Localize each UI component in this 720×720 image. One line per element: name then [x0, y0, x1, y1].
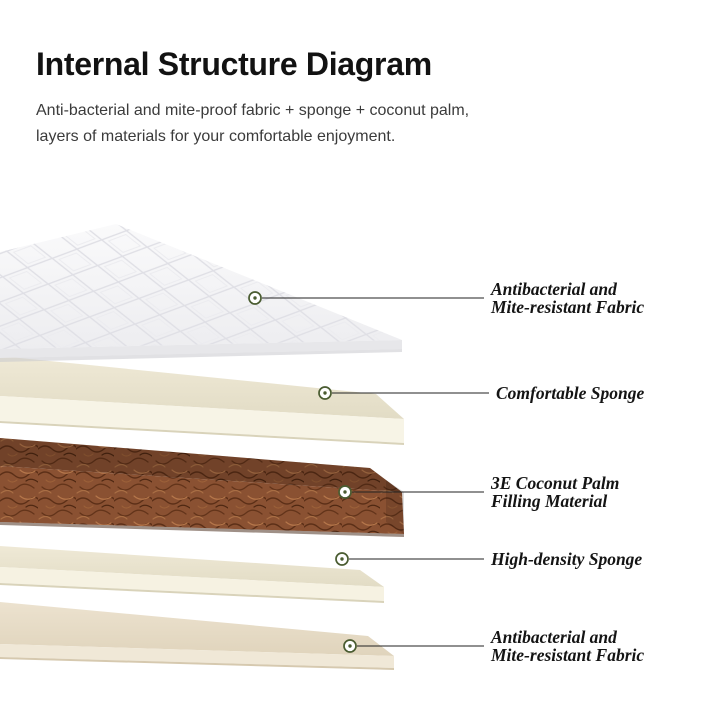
label-line: Antibacterial and	[491, 627, 617, 647]
page-title: Internal Structure Diagram	[36, 46, 432, 82]
label-line: Mite-resistant Fabric	[491, 297, 645, 317]
layer-label-fabric-bottom: Antibacterial and Mite-resistant Fabric	[491, 628, 644, 664]
layer-fabric-top	[0, 224, 402, 362]
layer-high-density-sponge	[0, 546, 384, 603]
layer-label-fabric-top: Antibacterial and Mite-resistant Fabric	[491, 280, 644, 316]
label-line: High-density Sponge	[491, 549, 643, 569]
layer-label-coconut-palm: 3E Coconut Palm Filling Material	[491, 474, 619, 510]
layer-marker-icon	[343, 639, 357, 653]
layer-annotations	[248, 291, 489, 653]
subtitle-line-2: layers of materials for your comfortable…	[36, 128, 396, 145]
label-line: Antibacterial and	[491, 279, 617, 299]
label-line: Filling Material	[491, 491, 608, 511]
layer-marker-icon	[318, 386, 332, 400]
label-line: Comfortable Sponge	[496, 383, 645, 403]
subtitle-line-1: Anti-bacterial and mite-proof fabric + s…	[36, 102, 470, 119]
layer-comfortable-sponge	[0, 356, 404, 445]
layer-fabric-bottom	[0, 602, 394, 670]
layer-coconut-palm	[0, 438, 404, 537]
label-line: 3E Coconut Palm	[491, 473, 620, 493]
layer-marker-icon	[248, 291, 262, 305]
layer-label-high-density-sponge: High-density Sponge	[491, 550, 642, 568]
layer-marker-icon	[335, 552, 349, 566]
layer-marker-icon	[338, 485, 352, 499]
page-subtitle: Anti-bacterial and mite-proof fabric + s…	[36, 98, 469, 150]
label-line: Mite-resistant Fabric	[491, 645, 645, 665]
layer-label-comfortable-sponge: Comfortable Sponge	[496, 384, 644, 402]
